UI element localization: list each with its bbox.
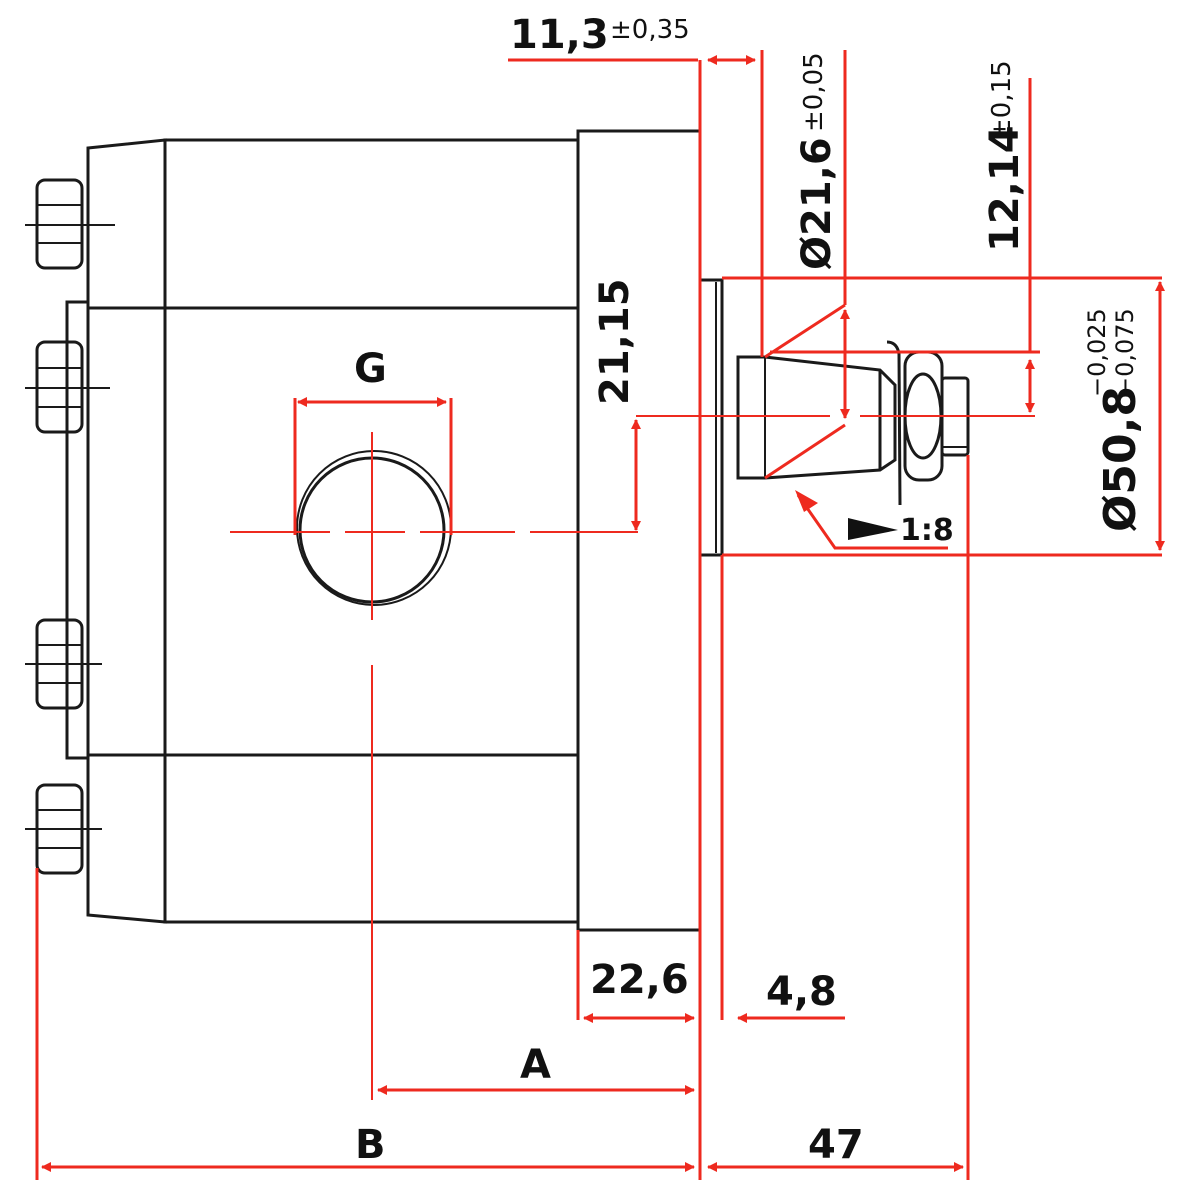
dimension-lines [35, 50, 1165, 1180]
dim-12-14: 12,14 [982, 125, 1028, 252]
dim-50-8-tolerance-lower: −0,075 [1111, 308, 1139, 397]
port-circle [296, 450, 452, 606]
dim-b: B [355, 1122, 386, 1168]
port-label-g: G [354, 346, 387, 392]
centerlines [230, 415, 1035, 1100]
taper-triangle-icon [848, 518, 898, 540]
shaft [736, 340, 970, 506]
dim-50-8-tolerance-upper: −0,025 [1083, 308, 1111, 397]
dim-21-6: Ø21,6 [794, 137, 840, 270]
dim-21-15: 21,15 [592, 278, 638, 405]
dim-12-14-tolerance: ±0,15 [987, 60, 1017, 140]
bolt-icon [25, 340, 110, 434]
taper-ratio: 1:8 [900, 513, 954, 548]
pump-body [65, 129, 724, 932]
dim-22-6: 22,6 [590, 957, 689, 1003]
bolt-heads [25, 178, 115, 875]
bolt-icon [25, 618, 102, 710]
dim-4-8: 4,8 [766, 969, 837, 1015]
dim-a: A [520, 1042, 551, 1088]
dim-47: 47 [808, 1122, 864, 1168]
dim-11-3: 11,3 [510, 12, 609, 58]
bolt-icon [25, 178, 115, 270]
dim-11-3-tolerance: ±0,35 [610, 15, 690, 45]
dim-50-8: Ø50,8 [1095, 386, 1146, 532]
dim-21-6-tolerance: ±0,05 [799, 52, 829, 132]
bolt-icon [25, 783, 102, 875]
